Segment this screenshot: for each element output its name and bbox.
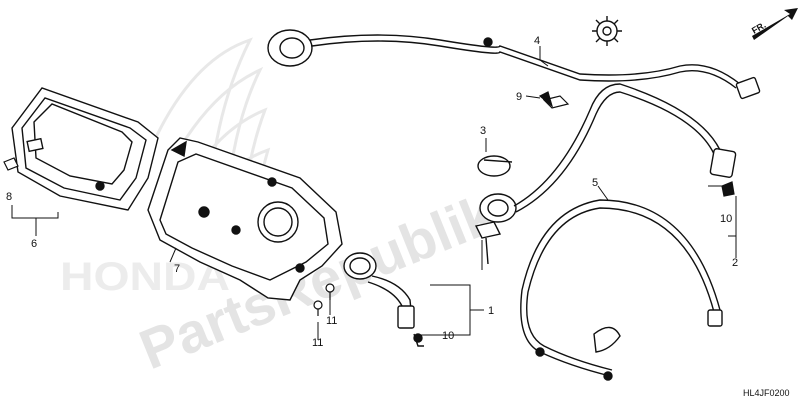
callout-11-lower: 11 [312, 337, 323, 349]
forward-label: FR. [750, 20, 768, 36]
callout-3: 3 [480, 125, 486, 137]
forward-arrow-icon [752, 8, 798, 40]
callout-6: 6 [31, 238, 37, 250]
clamp-10 [721, 181, 735, 197]
callout-2: 2 [732, 257, 738, 269]
callout-9: 9 [516, 91, 522, 103]
callout-10-left: 10 [442, 330, 454, 342]
meter-bracket [147, 137, 343, 301]
screw-11b [313, 300, 323, 316]
gear-icon [592, 16, 622, 46]
callout-5: 5 [592, 177, 598, 189]
callout-11-upper: 11 [326, 315, 337, 327]
callout-4: 4 [534, 35, 540, 47]
leader-lines [11, 46, 737, 340]
drawing-code: HL4JF0200 [743, 388, 790, 398]
wire-harness-5 [520, 199, 723, 381]
callout-8: 8 [6, 191, 12, 203]
meter-cover-clip [3, 157, 19, 171]
socket-harness [343, 252, 424, 347]
callout-10-right: 10 [720, 213, 732, 225]
meter-cover [11, 87, 159, 211]
screw-11a [325, 283, 335, 300]
callout-1: 1 [488, 305, 494, 317]
wire-harness-4 [267, 29, 761, 100]
ignition-switch [474, 83, 737, 265]
clip-9 [538, 91, 570, 109]
callout-7: 7 [174, 263, 180, 275]
